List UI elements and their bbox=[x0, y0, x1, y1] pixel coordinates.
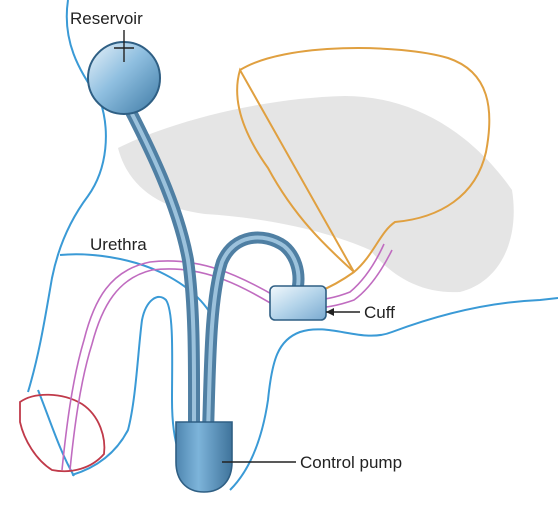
urethra-label: Urethra bbox=[90, 235, 147, 254]
cuff-tube-highlight bbox=[208, 238, 298, 432]
control-pump bbox=[176, 422, 232, 492]
cuff-pointer-arrow bbox=[326, 308, 334, 316]
control-pump-label: Control pump bbox=[300, 453, 402, 472]
urethral-cuff bbox=[270, 286, 326, 320]
pelvic-shadow bbox=[118, 96, 514, 292]
reservoir-label: Reservoir bbox=[70, 9, 143, 28]
glans bbox=[20, 395, 104, 471]
cuff-label: Cuff bbox=[364, 303, 395, 322]
